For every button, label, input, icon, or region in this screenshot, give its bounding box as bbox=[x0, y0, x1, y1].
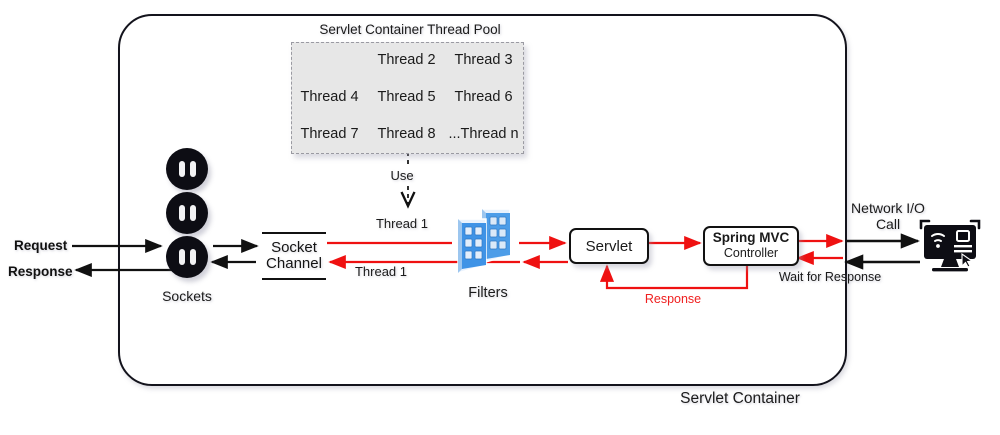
thread1-top-label: Thread 1 bbox=[375, 216, 429, 231]
outlet-slot-right bbox=[189, 161, 196, 177]
socket-channel-node: Socket Channel bbox=[262, 232, 326, 280]
servlet-container-label: Servlet Container bbox=[680, 390, 800, 407]
thread-pool-box bbox=[291, 42, 524, 154]
network-io-call-label: Network I/O Call bbox=[851, 200, 925, 233]
use-label: Use bbox=[390, 168, 414, 183]
wait-for-response-label: Wait for Response bbox=[778, 270, 882, 284]
socket-channel-line1: Socket bbox=[271, 238, 317, 256]
thread-cell-2: Thread 3 bbox=[454, 52, 513, 69]
outlet-slot-right bbox=[189, 249, 196, 265]
thread1-bottom-label: Thread 1 bbox=[354, 264, 408, 279]
thread-cell-7: Thread 8 bbox=[377, 125, 436, 142]
thread-cell-4: Thread 5 bbox=[377, 88, 436, 105]
spring-mvc-title: Spring MVC bbox=[712, 230, 790, 246]
thread-cell-3: Thread 4 bbox=[300, 88, 359, 105]
thread-cell-8: ...Thread n bbox=[448, 125, 519, 142]
spring-mvc-controller-node: Spring MVC Controller bbox=[703, 226, 799, 266]
servlet-label: Servlet bbox=[585, 237, 633, 255]
thread-pool-grid: Thread 2 Thread 3 Thread 4 Thread 5 Thre… bbox=[291, 42, 522, 152]
thread-cell-5: Thread 6 bbox=[454, 88, 513, 105]
outlet-slot-left bbox=[178, 161, 185, 177]
request-label: Request bbox=[14, 238, 68, 253]
outlet-slot-left bbox=[178, 205, 185, 221]
socket-channel-line2: Channel bbox=[266, 255, 322, 272]
outlet-slot-right bbox=[189, 205, 196, 221]
filters-label: Filters bbox=[468, 285, 508, 301]
response-flow-label: Response bbox=[644, 292, 702, 306]
power-outlet-icon bbox=[166, 236, 208, 278]
spring-mvc-subtitle: Controller bbox=[723, 246, 779, 261]
servlet-container-boundary bbox=[118, 14, 847, 386]
thread-cell-1: Thread 2 bbox=[377, 52, 436, 69]
power-outlet-icon bbox=[166, 192, 208, 234]
outlet-slot-left bbox=[178, 249, 185, 265]
filter-panels-icon bbox=[457, 208, 511, 274]
response-label: Response bbox=[8, 264, 73, 279]
sockets-label: Sockets bbox=[162, 288, 212, 304]
thread-cell-6: Thread 7 bbox=[300, 125, 359, 142]
power-outlet-icon bbox=[166, 148, 208, 190]
monitor-wifi-icon bbox=[919, 219, 981, 272]
servlet-node: Servlet bbox=[569, 228, 649, 264]
thread-pool-title: Servlet Container Thread Pool bbox=[319, 22, 501, 37]
